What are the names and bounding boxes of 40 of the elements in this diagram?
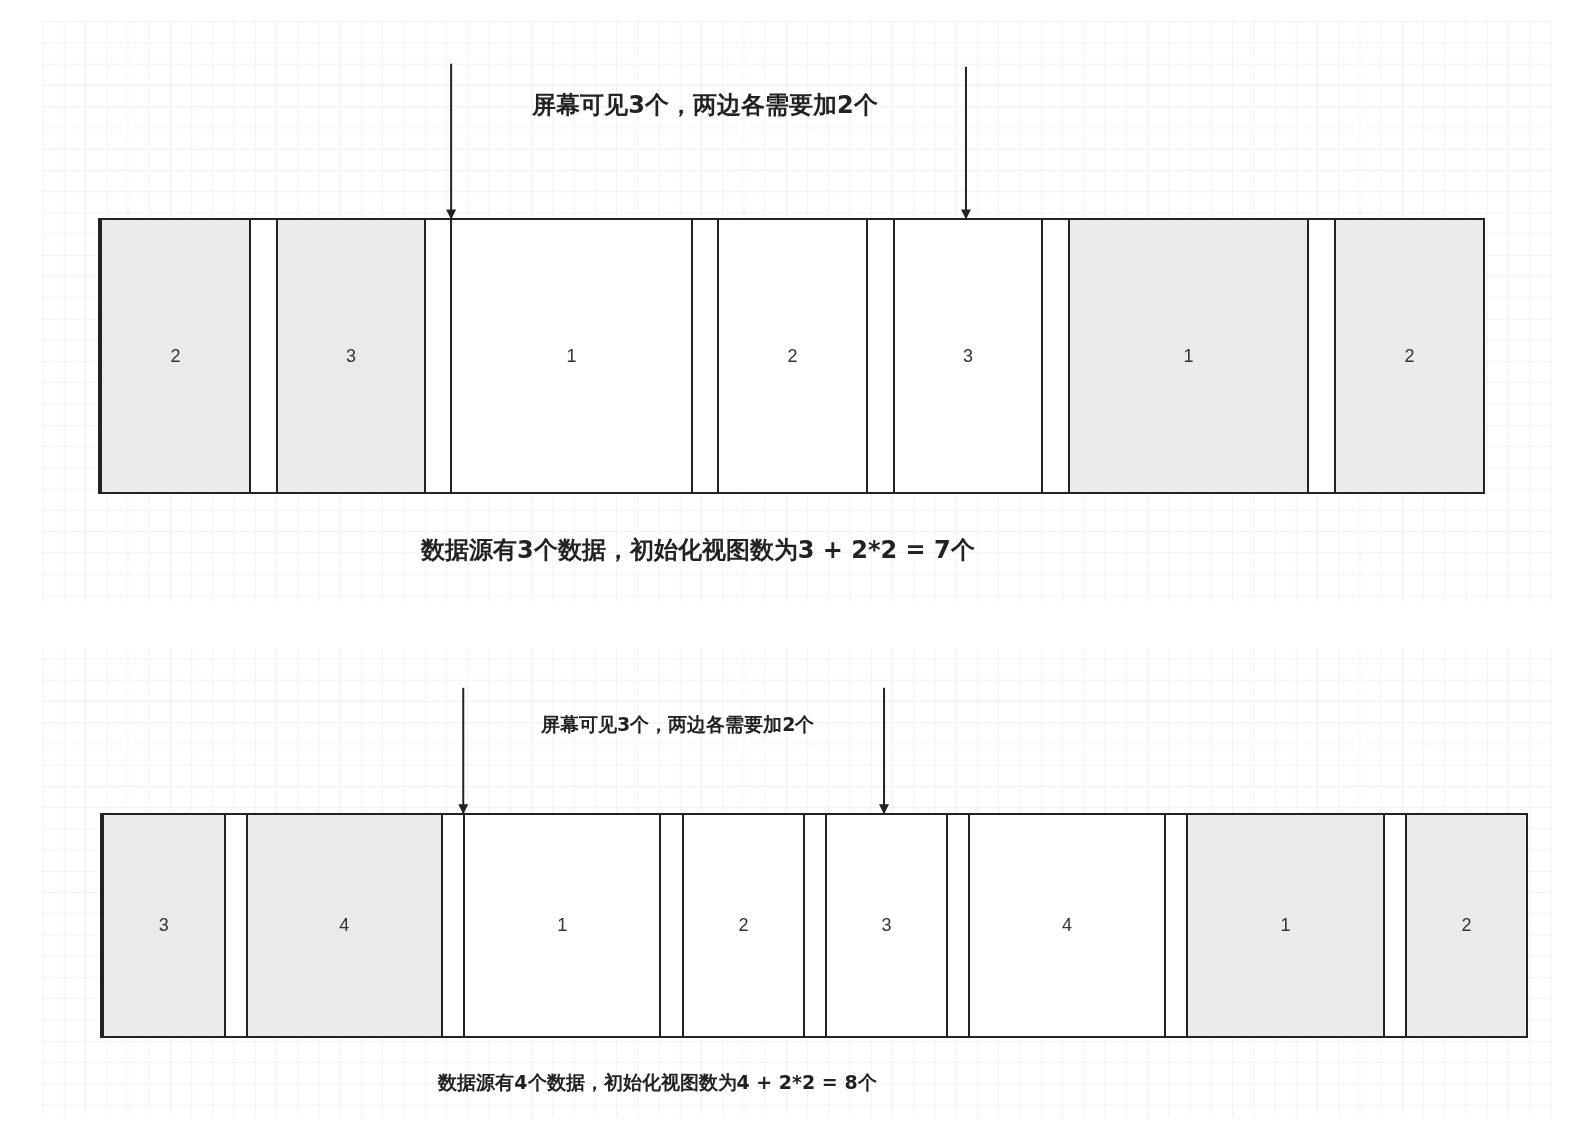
strip-frame [98,218,1483,494]
shaded-item-card [276,218,426,494]
arrow [458,686,469,815]
screen-note: 屏幕可见3个，两边各需要加2个 [532,90,878,121]
screen-note: 屏幕可见3个，两边各需要加2个 [540,712,815,738]
item-number: 2 [738,915,749,936]
item-number: 1 [566,345,577,367]
shaded-item-card [102,813,226,1038]
arrow [879,686,890,815]
shaded-item-card [1068,218,1309,494]
item-card [893,218,1043,494]
shaded-item-card [245,813,443,1038]
item-card [450,218,693,494]
item-number: 1 [557,915,568,936]
strip-frame [100,813,1527,1038]
item-number: 4 [339,915,350,936]
count-note: 数据源有3个数据，初始化视图数为3 + 2*2 = 7个 [421,535,975,567]
item-card [681,813,806,1038]
shaded-item-card [1334,218,1485,494]
arrow [446,62,457,220]
arrow [960,65,971,220]
count-note: 数据源有4个数据，初始化视图数为4 + 2*2 = 8个 [438,1070,877,1096]
item-card [463,813,662,1038]
item-number: 3 [962,345,973,367]
item-number: 1 [1280,915,1291,936]
item-card [967,813,1167,1038]
shaded-item-card [1404,813,1529,1038]
item-number: 3 [345,345,356,367]
item-number: 2 [787,345,798,367]
shaded-item-card [1186,813,1385,1038]
item-card [825,813,948,1038]
item-number: 1 [1183,345,1194,367]
item-number: 4 [1062,915,1073,936]
item-number: 3 [158,915,169,936]
item-number: 2 [1461,915,1472,936]
item-number: 2 [1404,345,1415,367]
item-number: 3 [881,915,892,936]
shaded-item-card [100,218,251,494]
item-number: 2 [170,345,181,367]
item-card [717,218,868,494]
